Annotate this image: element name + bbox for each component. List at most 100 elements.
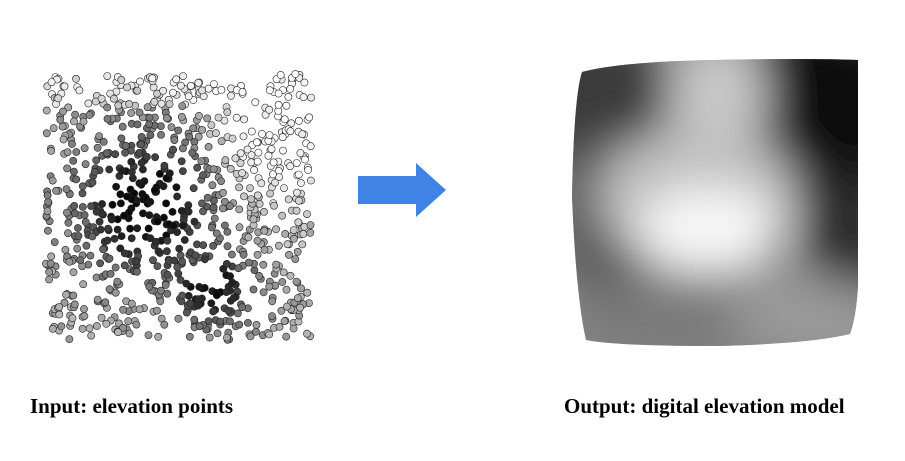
elevation-point [49, 124, 58, 133]
elevation-point [78, 324, 87, 333]
elevation-point [43, 191, 52, 200]
elevation-point [146, 234, 155, 243]
elevation-point [162, 199, 170, 208]
elevation-point [135, 179, 144, 188]
elevation-point [169, 145, 177, 154]
elevation-point [260, 207, 268, 216]
elevation-point [182, 308, 191, 317]
elevation-point [75, 86, 84, 95]
elevation-point [223, 108, 232, 117]
elevation-point [224, 306, 233, 315]
elevation-point [280, 184, 288, 192]
elevation-point [209, 165, 218, 174]
elevation-point [274, 241, 283, 250]
elevation-point [80, 312, 89, 320]
elevation-point [197, 157, 206, 166]
elevation-point [278, 211, 286, 220]
elevation-point [137, 133, 146, 141]
elevation-point [116, 190, 125, 199]
elevation-point [112, 182, 120, 191]
elevation-point [44, 197, 53, 206]
digital-elevation-model-image [572, 59, 858, 346]
elevation-point [160, 320, 169, 329]
elevation-point [133, 120, 142, 129]
elevation-point [120, 261, 129, 270]
elevation-point [123, 192, 131, 201]
elevation-point [58, 122, 67, 131]
elevation-point [240, 115, 248, 124]
elevation-point [148, 74, 157, 83]
elevation-point [113, 225, 122, 234]
elevation-point [177, 206, 186, 215]
elevation-point [290, 234, 298, 243]
elevation-point [97, 94, 106, 103]
elevation-point [294, 116, 303, 125]
elevation-point [59, 107, 67, 116]
elevation-point [174, 314, 183, 323]
elevation-point [69, 157, 78, 165]
elevation-point [209, 307, 217, 316]
elevation-point [223, 242, 232, 251]
elevation-point [226, 164, 235, 173]
elevation-point [238, 169, 246, 177]
elevation-point [200, 283, 209, 292]
elevation-point [279, 146, 287, 155]
elevation-point [258, 130, 266, 138]
elevation-point [199, 241, 208, 249]
elevation-point [209, 241, 217, 250]
elevation-point [72, 175, 81, 184]
elevation-point [76, 256, 85, 264]
elevation-point [54, 94, 63, 103]
elevation-point [133, 86, 142, 95]
elevation-point [292, 206, 301, 215]
right-arrow-icon [358, 163, 446, 217]
elevation-point [279, 268, 288, 277]
elevation-point [55, 303, 64, 311]
elevation-point [169, 88, 177, 97]
elevation-point [137, 140, 145, 149]
elevation-point [194, 132, 203, 141]
elevation-point [228, 134, 237, 143]
elevation-point [252, 138, 261, 147]
elevation-point [127, 299, 136, 308]
elevation-point [293, 247, 302, 256]
elevation-point [188, 148, 197, 157]
elevation-point [198, 126, 206, 134]
elevation-point [96, 259, 104, 268]
elevation-point [252, 320, 261, 329]
elevation-point [70, 117, 78, 126]
elevation-point [212, 229, 221, 238]
elevation-point [70, 167, 78, 176]
elevation-point [50, 238, 59, 246]
elevation-point [229, 294, 238, 302]
elevation-point [84, 99, 93, 108]
elevation-point [251, 98, 260, 107]
elevation-point [216, 317, 225, 326]
elevation-point [86, 251, 95, 260]
elevation-point [162, 174, 171, 183]
elevation-point [173, 228, 181, 236]
elevation-point [292, 188, 301, 197]
elevation-point [178, 167, 187, 175]
elevation-point [177, 157, 186, 166]
elevation-point [143, 153, 151, 161]
elevation-point [111, 288, 120, 297]
elevation-points-group [42, 70, 315, 344]
elevation-point [74, 224, 82, 232]
elevation-point [212, 291, 221, 300]
elevation-point [259, 288, 268, 297]
elevation-point [118, 166, 126, 175]
elevation-point [174, 126, 183, 135]
elevation-point [285, 250, 293, 259]
elevation-point [59, 135, 68, 144]
elevation-point [236, 149, 245, 158]
elevation-point [118, 122, 127, 131]
elevation-point [235, 183, 243, 192]
elevation-point [294, 218, 303, 227]
elevation-point [257, 179, 266, 188]
elevation-point [268, 170, 277, 179]
elevation-point [46, 259, 55, 268]
elevation-point [306, 142, 315, 151]
elevation-point [60, 82, 69, 91]
elevation-point [88, 232, 97, 241]
